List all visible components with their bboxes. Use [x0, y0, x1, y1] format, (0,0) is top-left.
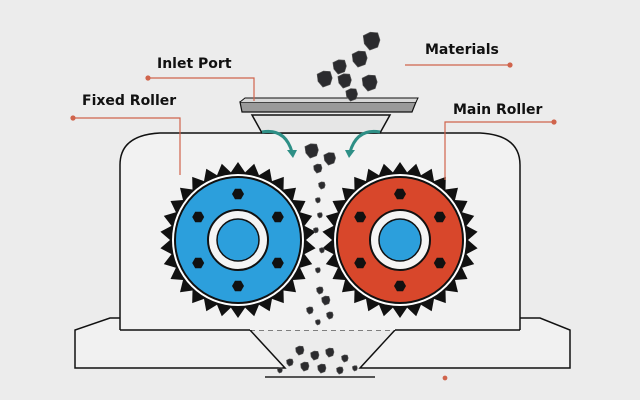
feed-arrow-right-icon [348, 129, 381, 153]
material-lump [315, 197, 321, 204]
material-lump [321, 295, 331, 306]
material-lump [316, 70, 333, 88]
label-inlet-port: Inlet Port [157, 56, 232, 72]
material-lump [326, 311, 334, 320]
bolt-icon [354, 257, 367, 269]
bolt-icon [394, 280, 406, 292]
inlet-port-rim [239, 101, 417, 113]
material-lump [317, 212, 323, 219]
label-main-roller: Main Roller [453, 102, 543, 118]
bolt-icon [232, 188, 244, 200]
material-lump [337, 73, 352, 89]
material-lump [313, 163, 323, 174]
material-lump [277, 367, 283, 374]
material-lump [362, 31, 381, 51]
label-materials: Materials [425, 42, 499, 58]
material-lump [316, 286, 324, 295]
material-lump [323, 152, 336, 166]
roller-shaft [216, 218, 260, 262]
material-lump [306, 306, 314, 315]
material-lump [315, 267, 321, 274]
material-lump [295, 345, 305, 356]
material-lump [325, 347, 335, 358]
bolt-icon [192, 257, 205, 269]
material-lump [345, 88, 358, 102]
label-fixed-roller: Fixed Roller [82, 93, 177, 109]
material-lump [341, 354, 349, 363]
feed-arrow-left-icon [261, 129, 294, 153]
fixed-roller [160, 162, 316, 318]
bolt-icon [271, 211, 284, 223]
bolt-icon [394, 188, 406, 200]
material-lump [310, 350, 320, 361]
bolt-icon [192, 211, 205, 223]
leader-lines [70, 62, 557, 381]
material-lump [304, 143, 319, 159]
bolt-icon [433, 257, 446, 269]
material-lump [361, 74, 378, 92]
material-lump [313, 227, 319, 234]
material-lump [319, 247, 325, 254]
main-roller [322, 162, 478, 318]
material-lump [317, 363, 327, 374]
bolt-icon [354, 211, 367, 223]
material-lump [315, 319, 321, 326]
material-lump [351, 50, 368, 68]
material-lump [352, 365, 358, 372]
inlet-hopper [250, 114, 392, 134]
material-lump [286, 358, 294, 367]
bolt-icon [271, 257, 284, 269]
bolt-icon [232, 280, 244, 292]
material-lump [300, 361, 310, 372]
material-lump [318, 181, 326, 190]
roller-shaft [378, 218, 422, 262]
bolt-icon [433, 211, 446, 223]
material-lump [336, 366, 344, 375]
material-lump [332, 59, 347, 75]
